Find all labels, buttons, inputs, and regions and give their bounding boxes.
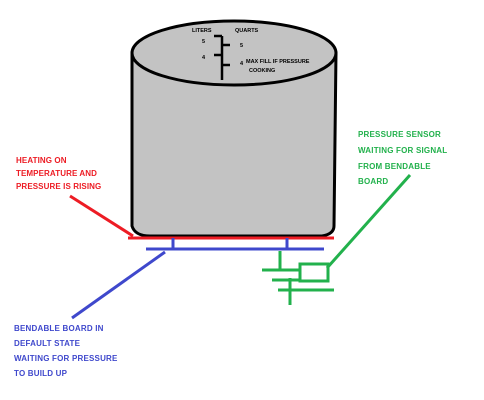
liters-header: LITERS xyxy=(192,28,212,34)
sensor-box xyxy=(298,262,330,283)
board-label: BENDABLE BOARD IN DEFAULT STATE WAITING … xyxy=(14,324,118,378)
board-label-line2: DEFAULT STATE xyxy=(14,339,81,348)
pressure-sensor xyxy=(262,174,412,305)
heat-pointer-line xyxy=(69,194,134,238)
heating-element xyxy=(69,194,334,240)
bendable-board xyxy=(71,238,324,320)
liter-5-label: 5 xyxy=(202,39,205,45)
max-fill-line1: MAX FILL IF PRESSURE xyxy=(246,59,310,65)
pot: LITERS QUARTS 5 5 4 4 MAX FILL IF PRESSU… xyxy=(130,19,338,238)
quart-5-label: 5 xyxy=(240,43,243,49)
pot-body xyxy=(130,51,338,238)
sensor-label-line4: BOARD xyxy=(358,177,388,186)
sensor-label-line2: WAITING FOR SIGNAL xyxy=(358,146,447,155)
sensor-label-line3: FROM BENDABLE xyxy=(358,162,431,171)
board-label-line4: TO BUILD UP xyxy=(14,369,68,378)
board-label-line3: WAITING FOR PRESSURE xyxy=(14,354,118,363)
heating-label-line3: PRESSURE IS RISING xyxy=(16,182,101,191)
heating-label-line2: TEMPERATURE AND xyxy=(16,169,97,178)
quarts-header: QUARTS xyxy=(235,28,259,34)
board-label-line1: BENDABLE BOARD IN xyxy=(14,324,104,333)
sensor-label-line1: PRESSURE SENSOR xyxy=(358,130,441,139)
quart-4-label: 4 xyxy=(240,61,244,67)
heating-label: HEATING ON TEMPERATURE AND PRESSURE IS R… xyxy=(16,156,101,191)
fill-markings: LITERS QUARTS 5 5 4 4 MAX FILL IF PRESSU… xyxy=(192,28,310,80)
board-pointer-line xyxy=(71,250,166,320)
heating-label-line1: HEATING ON xyxy=(16,156,67,165)
pot-top-opening xyxy=(130,19,338,87)
sensor-pointer-line xyxy=(325,174,412,269)
max-fill-line2: COOKING xyxy=(249,68,275,74)
sensor-label: PRESSURE SENSOR WAITING FOR SIGNAL FROM … xyxy=(358,130,447,186)
liter-4-label: 4 xyxy=(202,55,206,61)
